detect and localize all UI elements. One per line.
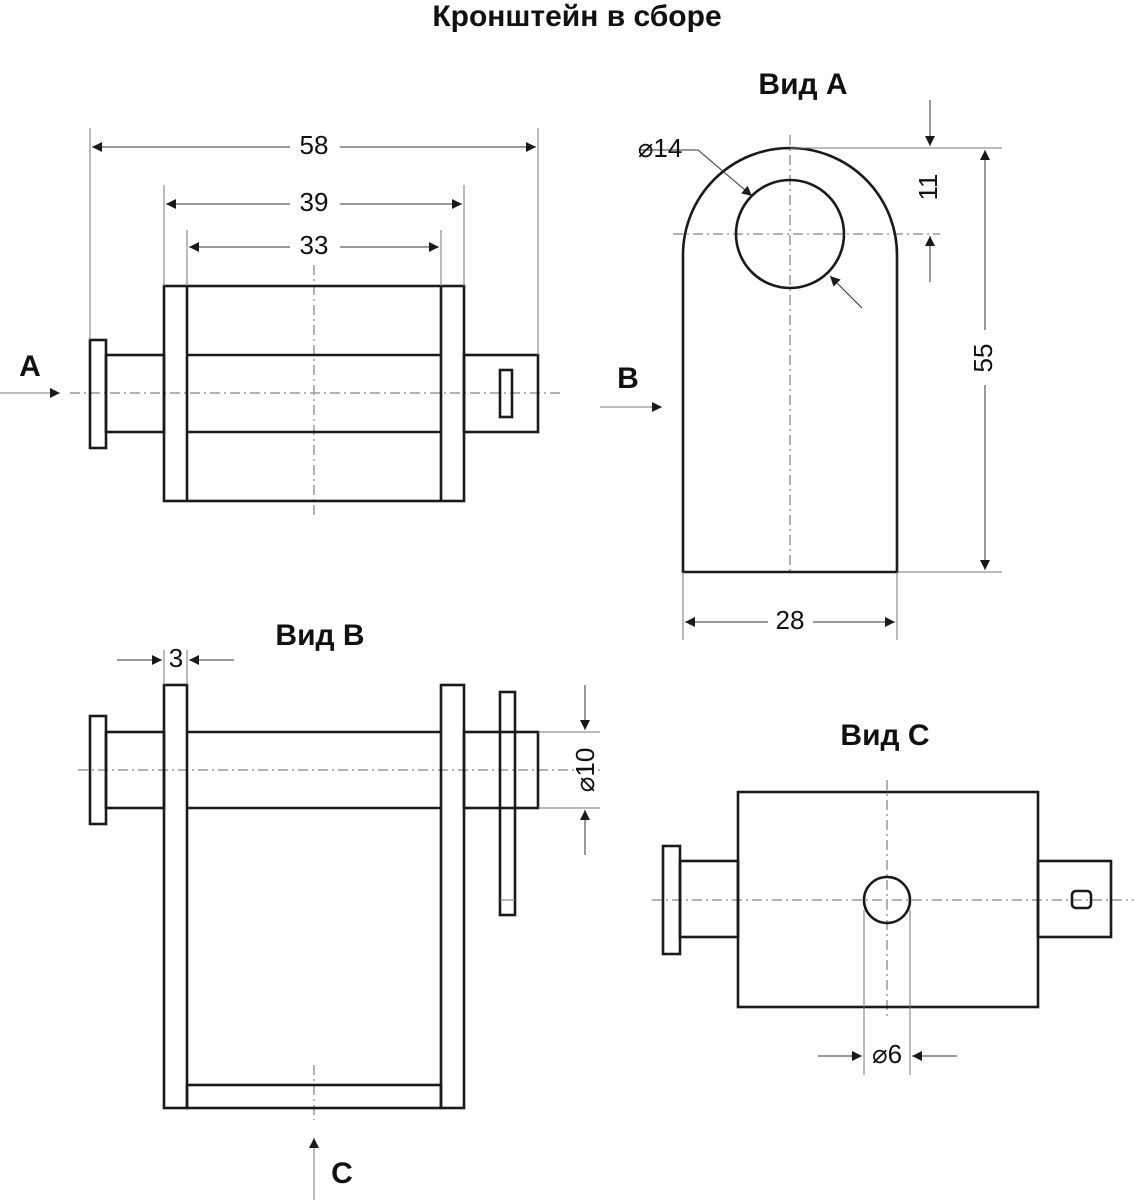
- dim-hole-6: ⌀6: [872, 1039, 902, 1069]
- dim-11: 11: [913, 174, 943, 201]
- dim-28: 28: [776, 605, 805, 635]
- top-view: A 58 39 33: [0, 128, 560, 515]
- hole: [734, 178, 846, 290]
- view-b-title: Вид В: [275, 619, 364, 652]
- view-c-title: Вид С: [840, 719, 929, 752]
- view-c: Вид С ⌀6: [652, 719, 1134, 1075]
- arrow-b-label: B: [617, 362, 639, 395]
- dim-39: 39: [300, 187, 329, 217]
- view-a-title: Вид А: [758, 68, 847, 101]
- pin-slot: [1070, 889, 1093, 910]
- small-hole: [862, 875, 912, 925]
- drawing-title: Кронштейн в сборе: [432, 0, 721, 33]
- pin: [498, 690, 517, 917]
- dim-shaft-10: ⌀10: [570, 748, 600, 793]
- view-a: Вид А ⌀14 11 55 28 B: [600, 68, 1002, 640]
- view-b: Вид В 3 ⌀10 C: [78, 619, 600, 1200]
- dim-33: 33: [300, 230, 329, 260]
- pin: [498, 368, 514, 419]
- dim-58: 58: [300, 130, 329, 160]
- arrow-a-label: A: [19, 350, 41, 383]
- flange: [88, 338, 108, 450]
- dim-55: 55: [968, 344, 998, 373]
- dim-hole-14: ⌀14: [638, 133, 683, 163]
- dim-3: 3: [169, 643, 183, 673]
- arrow-c-label: C: [331, 1157, 353, 1190]
